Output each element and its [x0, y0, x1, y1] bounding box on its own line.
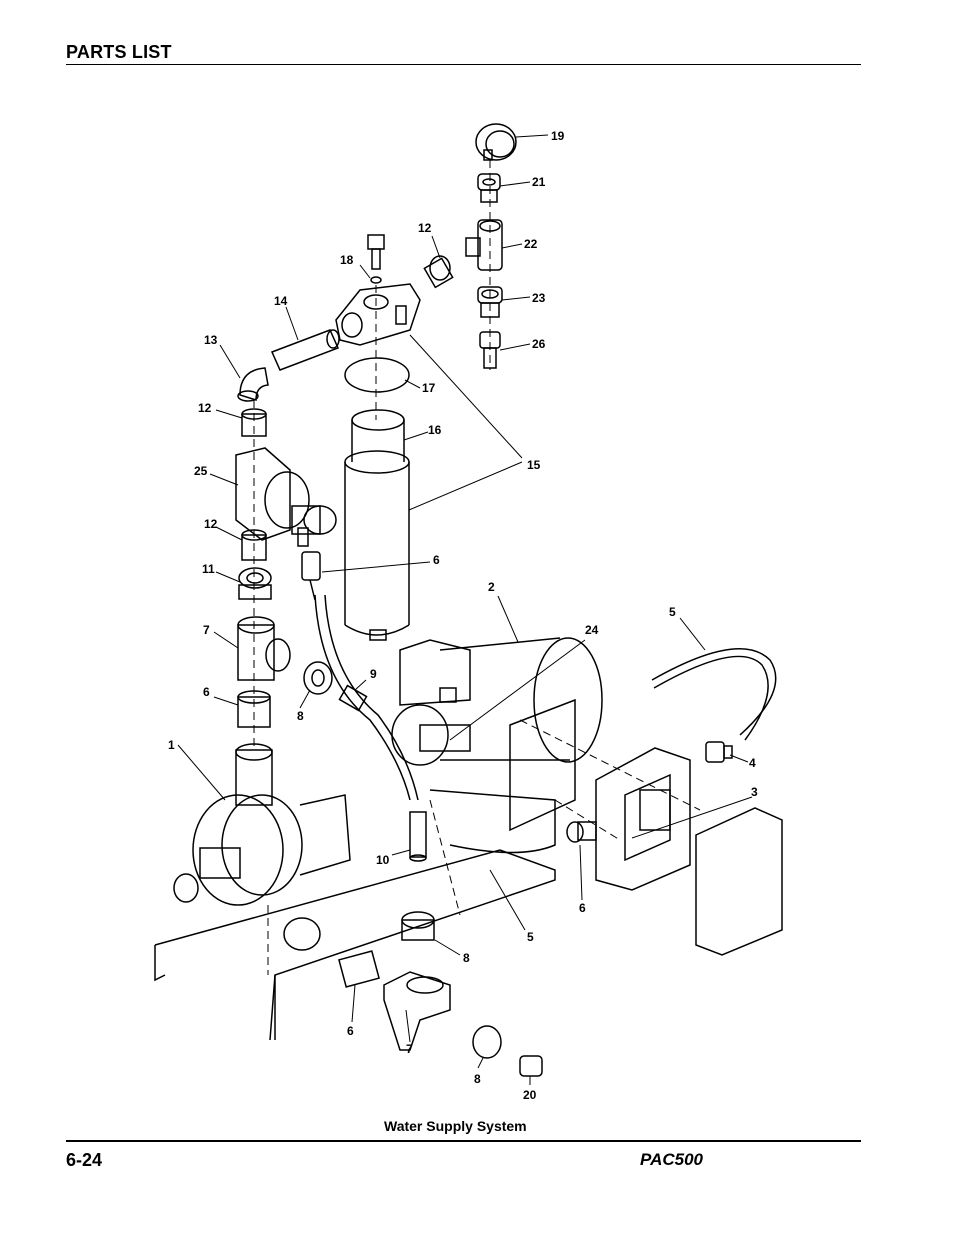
callout-label: 7	[203, 623, 210, 637]
part-tee-22	[465, 219, 503, 271]
part-bolt	[367, 234, 385, 284]
callout-label: 10	[376, 853, 390, 867]
part-bushing-8-low	[401, 911, 435, 941]
callout-label: 1	[168, 738, 175, 752]
leader-lines	[177, 134, 753, 1085]
part-nipple-top	[423, 255, 454, 289]
part-nipple-6-upper	[237, 690, 271, 728]
part-control-box	[595, 747, 691, 891]
page-number: 6-24	[66, 1150, 103, 1170]
part-bracket	[429, 789, 556, 854]
assembly-lines	[253, 160, 701, 975]
part-nipple-9	[338, 684, 368, 712]
callout-label: 16	[428, 423, 442, 437]
part-gauge	[475, 123, 517, 161]
callout-label: 11	[202, 562, 215, 576]
callout-label: 19	[551, 129, 565, 143]
part-fitting-4	[705, 741, 733, 763]
part-hose-fitting	[301, 551, 321, 601]
part-box-cover	[695, 807, 783, 956]
part-bushing-upper	[303, 661, 333, 695]
part-motor	[391, 637, 603, 832]
figure-caption: Water Supply System	[384, 1118, 527, 1134]
part-valve-block	[235, 447, 337, 547]
part-pipe-14	[270, 329, 340, 371]
part-filter-housing	[344, 409, 410, 641]
callout-label: 6	[433, 553, 440, 567]
callout-label: 4	[749, 756, 756, 770]
part-tube	[314, 594, 411, 801]
callout-label: 5	[527, 930, 534, 944]
part-elbow	[237, 367, 269, 402]
diagram-drawing	[154, 123, 783, 1077]
callout-label: 22	[524, 237, 538, 251]
part-tee-upper	[237, 616, 291, 681]
part-bushing-11	[238, 567, 272, 600]
callout-label: 15	[527, 458, 541, 472]
callout-label: 20	[523, 1088, 537, 1102]
callout-label: 18	[340, 253, 354, 267]
part-hose	[651, 648, 777, 736]
part-tee-low	[383, 971, 451, 1051]
callout-label: 8	[297, 709, 304, 723]
part-fitting-6-right	[566, 821, 597, 843]
header-rule	[66, 64, 861, 65]
callout-label: 6	[579, 901, 586, 915]
part-pump	[173, 743, 351, 951]
callout-label: 3	[751, 785, 758, 799]
footer-rule	[66, 1140, 861, 1142]
callout-label: 6	[347, 1024, 354, 1038]
callout-label: 9	[370, 667, 377, 681]
callout-label: 12	[198, 401, 212, 415]
callout-label: 13	[204, 333, 218, 347]
callout-label: 12	[418, 221, 432, 235]
callout-labels: 19 21 22 12 18 23 14 26 13 17 12 16 25 1…	[168, 129, 758, 1102]
callout-label: 2	[488, 580, 495, 594]
callout-label: 26	[532, 337, 546, 351]
part-fitting-20	[519, 1055, 543, 1077]
callout-label: 25	[194, 464, 208, 478]
callout-label: 8	[463, 951, 470, 965]
part-filter-head	[335, 283, 421, 346]
callout-label: 12	[204, 517, 218, 531]
part-o-ring	[344, 357, 410, 393]
callout-label: 23	[532, 291, 546, 305]
callout-label: 14	[274, 294, 288, 308]
callout-label: 8	[474, 1072, 481, 1086]
callout-label: 5	[669, 605, 676, 619]
part-bushing-8-bottom	[472, 1025, 502, 1059]
part-element-10	[409, 811, 427, 862]
part-bushing-21	[477, 173, 501, 203]
part-base-frame	[154, 849, 556, 1041]
document-title: PAC500	[640, 1150, 703, 1169]
page-header-title: PARTS LIST	[66, 42, 172, 62]
callout-label: 24	[585, 623, 599, 637]
callout-label: 6	[203, 685, 210, 699]
callout-label: 17	[422, 381, 436, 395]
part-nipple-6-low	[338, 950, 380, 988]
callout-label: 21	[532, 175, 546, 189]
callout-label: 7	[406, 1042, 413, 1056]
